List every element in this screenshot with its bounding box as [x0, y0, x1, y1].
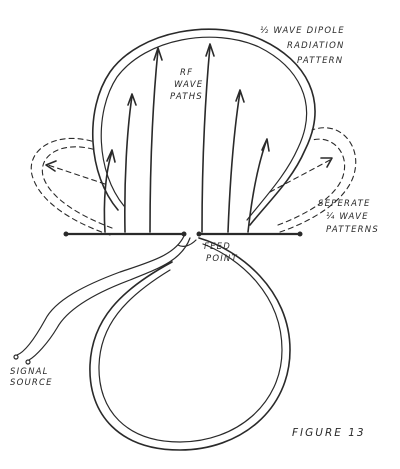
rf-wave-path-arrows — [103, 43, 270, 233]
dipole-feed-right-terminal — [196, 231, 202, 237]
signal-source-terminal-b — [25, 359, 31, 365]
signal-source-terminal-a — [13, 354, 19, 360]
upper-radiation-lobe-inner — [100, 36, 308, 221]
right-side-lobe-arrowhead — [320, 157, 333, 168]
arrow-center-left — [149, 47, 163, 233]
label-separate-line3: PATTERNS — [326, 225, 379, 235]
label-signal-line1: SIGNAL — [10, 367, 49, 377]
feed-line-connector-stub — [177, 239, 197, 247]
label-figure-number: FIGURE 13 — [292, 427, 366, 439]
label-rf-line3: PATHS — [170, 92, 203, 102]
lower-loop-outer — [89, 237, 291, 451]
label-separate-line2: ¼ WAVE — [326, 212, 369, 222]
arrow-center-right — [201, 43, 215, 233]
label-dipole-line1: ½ WAVE DIPOLE — [260, 26, 345, 36]
feed-line — [13, 235, 197, 365]
label-rf-line1: RF — [180, 68, 193, 78]
label-dipole-line2: RADIATION — [287, 41, 345, 51]
right-side-lobe-outer — [279, 127, 357, 233]
arrow-left-outer — [103, 149, 116, 233]
dipole-antenna — [63, 231, 303, 237]
label-signal-line2: SOURCE — [10, 378, 53, 388]
arrow-right-mid — [227, 89, 245, 233]
right-side-lobe-arrow — [269, 159, 331, 193]
dipole-left-end — [63, 231, 69, 237]
dipole-feed-left-terminal — [181, 231, 187, 237]
label-feed-line2: POINT — [206, 254, 238, 264]
label-feed-line1: FEED — [204, 242, 231, 252]
feed-line-conductor-b — [28, 237, 191, 361]
left-side-lobe-outer — [30, 137, 111, 236]
label-dipole-line3: PATTERN — [297, 56, 343, 66]
dipole-right-end — [297, 231, 303, 237]
left-side-lobe-arrowhead — [45, 160, 57, 172]
quarter-wave-side-lobes — [30, 127, 357, 236]
lower-loop-inner — [98, 243, 283, 443]
arrow-left-mid — [124, 93, 137, 233]
arrow-right-outer — [247, 138, 270, 233]
left-side-lobe-inner — [41, 146, 113, 229]
feed-line-conductor-a — [16, 235, 185, 356]
upper-radiation-lobe-outer — [91, 28, 316, 226]
left-side-lobe-arrow — [47, 164, 106, 185]
label-rf-line2: WAVE — [174, 80, 203, 90]
label-separate-line1: SEPERATE — [318, 199, 371, 209]
